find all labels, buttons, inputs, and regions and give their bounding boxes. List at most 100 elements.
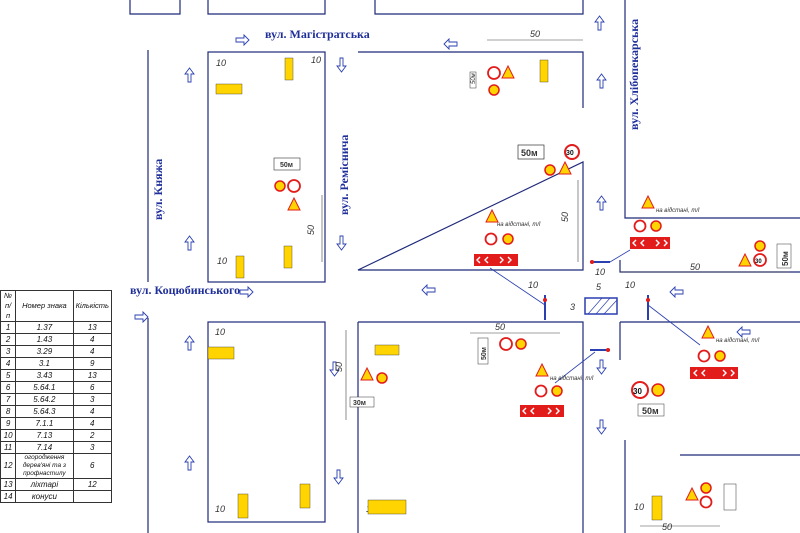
sign-group-lower-middle <box>207 346 311 519</box>
distance-plate-50m-b: 50м <box>521 148 538 158</box>
arrow-down-icon <box>596 359 607 375</box>
arrow-up-icon <box>596 73 607 89</box>
note-distance-d: на відстані, m/l <box>550 376 594 382</box>
table-cell: 11 <box>0 441 17 454</box>
table-cell: 7 <box>0 393 17 406</box>
info-plate-icon <box>215 83 243 95</box>
prohibition-sign-icon <box>287 179 301 193</box>
arrow-up-icon <box>184 455 195 471</box>
street-magistratska: вул. Магістратська <box>265 27 370 41</box>
table-cell: 6 <box>72 381 113 394</box>
block-upper-middle <box>207 51 326 283</box>
chevron-barrier-icon <box>520 405 564 417</box>
arrow-up-icon <box>596 195 607 211</box>
distance-plate-50m-d: 50м <box>781 251 790 266</box>
prohibition-sign-icon <box>484 232 498 246</box>
dim-50-right: 50 <box>690 262 700 272</box>
detour-sign-icon <box>284 57 294 81</box>
table-cell: 4 <box>0 357 17 370</box>
dim-10-h: 10 <box>595 267 605 277</box>
table-cell: 1.43 <box>15 333 74 346</box>
chevron-barrier-icon <box>690 367 738 379</box>
block-top-mid <box>207 0 326 15</box>
table-cell: 4 <box>72 345 113 358</box>
block-top-left <box>129 0 181 15</box>
chevron-barrier-icon <box>474 254 518 266</box>
arrow-up-icon <box>184 67 195 83</box>
distance-plate-50m-e: 50м <box>481 347 488 360</box>
arrow-right-icon <box>235 33 250 47</box>
sign-group-west: на відстані, m/l <box>474 208 541 266</box>
roadworks-warning-icon <box>360 366 374 381</box>
arrow-left-icon <box>736 325 751 339</box>
arrow-down-icon <box>336 57 347 73</box>
dim-50-left: 50 <box>306 225 316 235</box>
table-cell: 7.14 <box>15 441 74 454</box>
table-header-row: № п/п Номер знака Кількість <box>0 290 113 322</box>
column-header: Кількість <box>72 290 113 322</box>
sign-group-north: 50м <box>469 59 549 96</box>
roadworks-warning-icon <box>641 194 655 209</box>
speed-limit-value-b: 30 <box>755 259 762 265</box>
arrow-left-icon <box>669 285 684 299</box>
no-overtaking-sign-icon <box>488 84 500 96</box>
speed-limit-sign-icon <box>499 337 513 351</box>
roadworks-warning-icon <box>738 252 752 267</box>
direction-arrows <box>134 15 751 485</box>
block-far-right <box>624 0 800 219</box>
roadworks-warning-icon <box>535 362 549 377</box>
speed-limit-sign-icon <box>753 253 767 267</box>
table-cell: 1 <box>0 321 17 334</box>
arrow-up-icon <box>594 15 605 31</box>
table-cell: 3 <box>72 441 113 454</box>
detour-sign-icon <box>651 495 663 521</box>
roadworks-warning-icon <box>701 324 715 339</box>
table-cell: 6 <box>72 453 113 479</box>
sign-group-south-east: 30 50м <box>631 381 665 417</box>
sign-group-south: на відстані, m/l 50м <box>477 337 594 417</box>
block-lower-right <box>357 321 584 533</box>
no-overtaking-sign-icon <box>700 482 712 494</box>
table-cell: 12 <box>72 478 113 491</box>
table-cell: 2 <box>72 429 113 442</box>
dim-10-j: 10 <box>634 502 644 512</box>
roadworks-warning-icon <box>485 208 499 223</box>
arrow-down-icon <box>336 235 347 251</box>
roadworks-warning-icon <box>501 64 515 79</box>
dim-50-lower: 50 <box>495 322 505 332</box>
no-overtaking-sign-icon <box>274 180 286 192</box>
block-top-right <box>374 0 584 15</box>
detour-sign-icon <box>237 493 249 519</box>
note-distance-a: на відстані, m/l <box>497 222 541 228</box>
table-cell: 5.64.1 <box>15 381 74 394</box>
street-knyazha: вул. Княжа <box>151 159 165 220</box>
table-cell: 7.13 <box>15 429 74 442</box>
table-cell: 5 <box>0 369 17 382</box>
dim-10-d: 10 <box>215 327 225 337</box>
sign-group-speed-north: 50м 30 <box>517 144 580 176</box>
table-cell: 8 <box>0 405 17 418</box>
arrow-left-icon <box>421 283 436 297</box>
arrow-right-icon <box>134 310 149 324</box>
speed-limit-sign-icon <box>631 381 649 399</box>
no-overtaking-sign-icon <box>651 383 665 397</box>
sign-group-upper-middle: 50м <box>215 57 301 279</box>
detour-sign-icon <box>539 59 549 83</box>
column-header: № п/п <box>0 290 17 322</box>
no-overtaking-sign-icon <box>376 372 388 384</box>
table-cell: 7.1.1 <box>15 417 74 430</box>
table-cell: огородження дерев'яні та з профнастилу <box>15 453 74 479</box>
distance-plate-50m-c: 50м <box>280 162 293 169</box>
dimension-lines: 50 50 50 50 50 50 50 10 10 10 10 10 10 1… <box>215 29 790 532</box>
table-cell: 3.29 <box>15 345 74 358</box>
table-cell: 4 <box>72 417 113 430</box>
